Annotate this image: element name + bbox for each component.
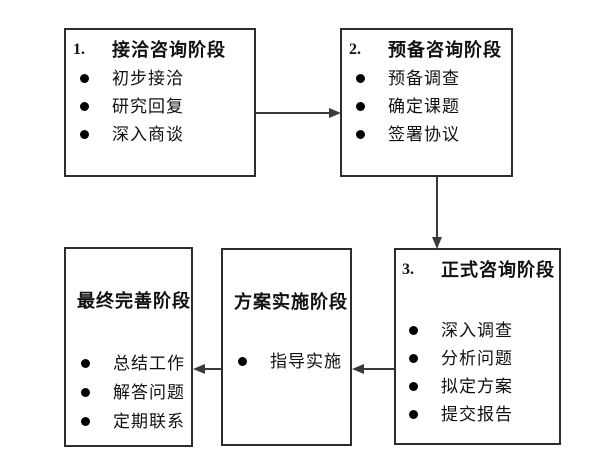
phase-3-number: 3. <box>402 261 414 278</box>
list-item-label: 总结工作 <box>113 354 185 373</box>
arrow-phase1-to-phase2-line <box>256 112 330 114</box>
arrow-down-icon <box>432 237 442 249</box>
list-item: 解答问题 <box>74 378 191 407</box>
list-item: 提交报告 <box>402 400 559 428</box>
list-item: 总结工作 <box>74 349 191 378</box>
bullet-icon <box>81 417 90 426</box>
list-item-label: 确定课题 <box>388 96 460 116</box>
phase-1-title: 接洽咨询阶段 <box>112 40 226 60</box>
list-item-label: 指导实施 <box>270 351 342 371</box>
list-item-label: 分析问题 <box>441 348 513 368</box>
phase-3-number-lead: 3. <box>402 262 441 278</box>
bullet-icon <box>81 388 90 397</box>
arrow-phase2-to-phase3-line <box>436 177 438 238</box>
bullet-icon <box>356 73 365 83</box>
phase-3-title-row: 3. 正式咨询阶段 <box>402 256 559 284</box>
phase-5-items: 总结工作 解答问题 定期联系 <box>74 349 191 436</box>
phase-4-items: 指导实施 <box>231 347 350 375</box>
bullet-icon <box>80 101 89 111</box>
phase-2-number-lead: 2. <box>349 42 388 58</box>
arrow-phase4-to-phase5-line <box>204 368 222 370</box>
list-item-label: 深入调查 <box>441 320 513 340</box>
arrow-left-icon <box>193 364 205 374</box>
phase-5-title-row: 最终完善阶段 <box>74 286 191 315</box>
bullet-icon <box>409 325 418 335</box>
list-item-label: 初步接洽 <box>112 68 184 88</box>
list-item-label: 签署协议 <box>388 124 460 144</box>
list-item: 研究回复 <box>73 92 254 120</box>
arrow-left-icon <box>352 364 364 374</box>
list-item: 签署协议 <box>349 120 511 148</box>
phase-box-4: 方案实施阶段 指导实施 <box>221 248 352 446</box>
list-item: 定期联系 <box>74 407 191 436</box>
phase-1-number-lead: 1. <box>73 42 112 58</box>
bullet-icon <box>80 129 89 139</box>
phase-2-title-row: 2. 预备咨询阶段 <box>349 36 511 64</box>
list-item-label: 提交报告 <box>441 404 513 424</box>
phase-2-title: 预备咨询阶段 <box>388 40 502 60</box>
phase-5-title: 最终完善阶段 <box>77 290 191 311</box>
bullet-icon <box>409 353 418 363</box>
phase-1-number: 1. <box>73 41 85 58</box>
list-item: 预备调查 <box>349 64 511 92</box>
bullet-icon <box>80 73 89 83</box>
bullet-icon <box>356 101 365 111</box>
list-item-label: 拟定方案 <box>441 376 513 396</box>
phase-box-1: 1. 接洽咨询阶段 初步接洽 研究回复 深入商谈 <box>64 28 256 177</box>
phase-3-items: 深入调查 分析问题 拟定方案 提交报告 <box>402 316 559 428</box>
list-item: 分析问题 <box>402 344 559 372</box>
bullet-icon <box>81 359 90 368</box>
list-item: 确定课题 <box>349 92 511 120</box>
arrow-right-icon <box>329 108 341 118</box>
list-item: 拟定方案 <box>402 372 559 400</box>
list-item: 深入商谈 <box>73 120 254 148</box>
phase-2-number: 2. <box>349 41 361 58</box>
list-item-label: 定期联系 <box>113 412 185 431</box>
list-item-label: 预备调查 <box>388 68 460 88</box>
list-item: 深入调查 <box>402 316 559 344</box>
phase-box-3: 3. 正式咨询阶段 深入调查 分析问题 拟定方案 提交报告 <box>394 248 561 445</box>
bullet-icon <box>409 381 418 391</box>
phase-2-items: 预备调查 确定课题 签署协议 <box>349 64 511 148</box>
list-item-label: 研究回复 <box>112 96 184 116</box>
bullet-icon <box>238 356 247 366</box>
phase-4-title-row: 方案实施阶段 <box>231 288 350 316</box>
list-item: 初步接洽 <box>73 64 254 92</box>
phase-3-title: 正式咨询阶段 <box>441 260 555 280</box>
phase-box-2: 2. 预备咨询阶段 预备调查 确定课题 签署协议 <box>340 28 513 177</box>
list-item-label: 深入商谈 <box>112 124 184 144</box>
phase-box-5: 最终完善阶段 总结工作 解答问题 定期联系 <box>64 247 193 447</box>
list-item-label: 解答问题 <box>113 383 185 402</box>
phase-1-title-row: 1. 接洽咨询阶段 <box>73 36 254 64</box>
phase-1-items: 初步接洽 研究回复 深入商谈 <box>73 64 254 148</box>
arrow-phase3-to-phase4-line <box>363 368 394 370</box>
bullet-icon <box>409 409 418 419</box>
phase-4-title: 方案实施阶段 <box>234 292 348 312</box>
list-item: 指导实施 <box>231 347 350 375</box>
bullet-icon <box>356 129 365 139</box>
